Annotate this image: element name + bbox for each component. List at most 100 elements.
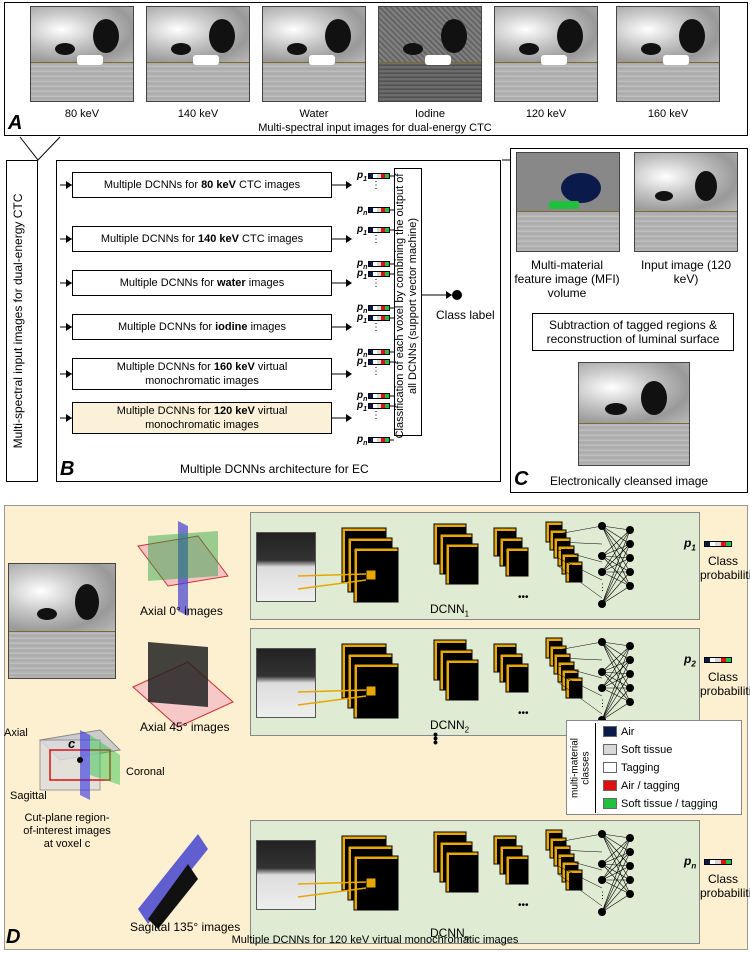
input-arrowhead	[66, 235, 72, 243]
dcnn-group-box: Multiple DCNNs for 160 keV virtual monoc…	[72, 358, 332, 390]
spectral-image-label: Water	[299, 108, 329, 120]
row-text: Multiple DCNNs for	[116, 405, 214, 417]
spectral-image	[30, 6, 134, 102]
output-arrowhead	[346, 323, 352, 331]
row-text: images	[247, 321, 287, 333]
ct-volume-image	[8, 563, 116, 679]
legend-item: Tagging	[603, 761, 660, 774]
legend-label: Tagging	[621, 761, 660, 774]
input-images-box	[6, 160, 38, 482]
input-plane	[132, 642, 234, 728]
input-arrowhead	[66, 370, 72, 378]
output-arrowhead	[346, 279, 352, 287]
axial-label: Axial	[4, 727, 28, 739]
spectral-image-label: 80 keV	[64, 108, 100, 120]
vertical-ellipsis: •••	[427, 732, 444, 744]
classifier-label: Classification of each voxel by combinin…	[394, 173, 419, 439]
row-text: CTC images	[235, 179, 301, 191]
input-arrowhead	[66, 279, 72, 287]
legend-item: Soft tissue	[603, 743, 672, 756]
spectral-image-label: 140 keV	[177, 108, 219, 120]
input-plane	[137, 521, 229, 616]
class-prob-bar	[704, 657, 732, 663]
prob-bar	[368, 359, 390, 365]
prob-bar	[368, 315, 390, 321]
input-plane	[138, 834, 208, 929]
legend-item: Air / tagging	[603, 779, 680, 792]
legend-item: Air	[603, 725, 634, 738]
row-text: CTC images	[238, 233, 304, 245]
legend-divider	[595, 723, 596, 813]
output-arrowhead	[346, 370, 352, 378]
spectral-image	[616, 6, 720, 102]
output-arrowhead	[346, 414, 352, 422]
row-text: Multiple DCNNs for	[100, 233, 198, 245]
class-arrowhead	[446, 291, 452, 299]
class-prob-bar	[704, 859, 732, 865]
dcnn-name: DCNNn	[430, 926, 470, 943]
prob-bar	[368, 437, 390, 443]
svg-text:•••: •••	[518, 900, 529, 911]
spectral-image-label: 160 keV	[647, 108, 689, 120]
prob-dots: ⋮	[371, 366, 381, 377]
prob-label: pn	[357, 258, 368, 271]
spectral-image	[146, 6, 250, 102]
roi-patch	[256, 648, 316, 718]
legend-label: Soft tissue / tagging	[621, 797, 718, 810]
prob-label: p1	[357, 224, 368, 237]
row-text: virtual monochromatic images	[145, 405, 288, 431]
conv-layers: ••• ⋮	[297, 637, 634, 724]
spectral-image	[494, 6, 598, 102]
svg-text:⋮: ⋮	[598, 698, 607, 708]
input-image-label: Input image (120 keV)	[640, 258, 732, 286]
conv-layers: •••⋮	[297, 829, 634, 916]
sagittal-label: Sagittal	[10, 790, 47, 802]
prob-bar	[368, 207, 390, 213]
dcnn-name: DCNN2	[430, 718, 470, 735]
conv-layers: ••• ⋮	[297, 521, 634, 608]
input-plane-label: Axial 45° images	[140, 720, 230, 734]
svg-text:•••: •••	[518, 708, 529, 719]
spectral-image	[262, 6, 366, 102]
input-arrowhead	[66, 323, 72, 331]
legend-swatch	[603, 744, 617, 755]
row-bold: water	[216, 277, 246, 289]
roi-caption: Cut-plane region-of-interest images at v…	[23, 812, 111, 850]
legend-swatch	[603, 798, 617, 809]
class-prob-caption: Class probabilities	[700, 872, 750, 900]
output-arrowhead	[346, 235, 352, 243]
cleansed-image-label: Electronically cleansed image	[550, 474, 709, 488]
prob-dots: ⋮	[371, 322, 381, 333]
prob-label: pn	[357, 204, 368, 217]
class-prob-caption: Class probabilities	[700, 554, 750, 582]
svg-text:•••: •••	[518, 592, 529, 603]
panel-b-letter: B	[60, 458, 75, 480]
input-arrowhead	[66, 414, 72, 422]
row-bold: 160 keV	[213, 361, 255, 373]
legend-swatch	[603, 726, 617, 737]
prob-dots: ⋮	[371, 410, 381, 421]
prob-bar	[368, 393, 390, 399]
row-bold: 120 keV	[213, 405, 255, 417]
class-label-node	[452, 290, 462, 300]
output-arrowhead	[346, 181, 352, 189]
dcnn-name: DCNN1	[430, 602, 470, 619]
input-plane-label: Axial 0° images	[140, 604, 223, 618]
dcnn-group-box: Multiple DCNNs for iodine images	[72, 314, 332, 340]
class-prob-caption: Class probabilities	[700, 670, 750, 698]
class-prob-label: pn	[684, 854, 697, 871]
row-text: virtual monochromatic images	[145, 361, 288, 387]
prob-label: p1	[357, 400, 368, 413]
class-prob-bar	[704, 541, 732, 547]
prob-bar	[368, 227, 390, 233]
prob-label: pn	[357, 346, 368, 359]
svg-text:⋮: ⋮	[598, 582, 607, 592]
mfi-volume-image	[516, 152, 620, 252]
dcnn-group-box: Multiple DCNNs for 140 keV CTC images	[72, 226, 332, 252]
row-text: Multiple DCNNs for	[103, 179, 202, 191]
row-text: Multiple DCNNs for	[116, 361, 214, 373]
prob-label: pn	[357, 434, 368, 447]
subtraction-box: Subtraction of tagged regions & reconstr…	[532, 313, 734, 351]
legend-label: Air / tagging	[621, 779, 680, 792]
